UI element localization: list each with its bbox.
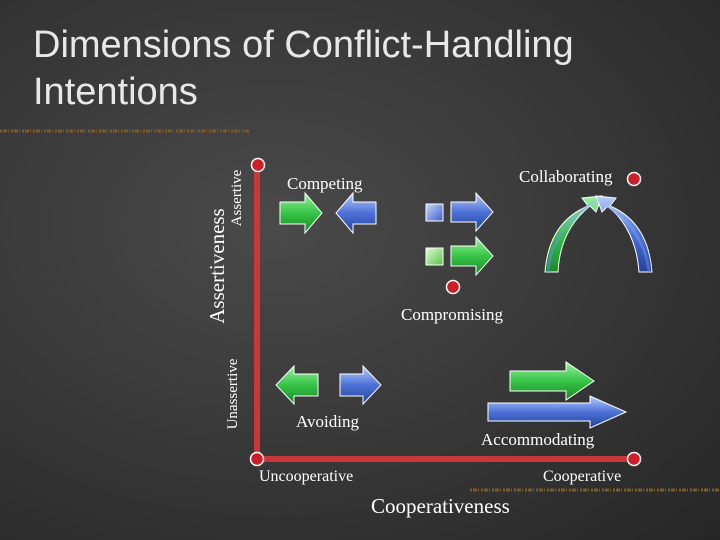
accommodating-blue-arrow — [487, 395, 628, 429]
y-axis-title: Assertiveness — [205, 208, 229, 324]
compromising-blue-arrow — [450, 191, 494, 233]
axis-lines — [254, 164, 634, 462]
compromising-blue-square — [425, 203, 444, 222]
label-avoiding: Avoiding — [296, 412, 359, 431]
label-accommodating: Accommodating — [481, 430, 595, 449]
label-collaborating: Collaborating — [519, 167, 613, 186]
avoiding-green-arrow — [275, 364, 319, 406]
y-axis-low-label: Unassertive — [225, 358, 241, 430]
x-axis-high-label: Cooperative — [543, 468, 622, 485]
label-compromising: Compromising — [401, 305, 504, 324]
marker-assertive — [250, 157, 266, 173]
x-axis-title: Cooperativeness — [371, 494, 510, 518]
marker-collaborating — [626, 171, 642, 187]
accommodating-green-arrow — [509, 361, 595, 401]
collaborating-converging-arrows — [544, 195, 653, 273]
label-competing: Competing — [287, 174, 363, 193]
marker-cooperative — [626, 451, 642, 467]
competing-green-arrow — [279, 191, 323, 235]
avoiding-blue-arrow — [339, 364, 382, 406]
competing-blue-arrow — [335, 191, 377, 235]
slide-title: Dimensions of Conflict-Handling Intentio… — [33, 24, 574, 113]
compromising-green-arrow — [450, 235, 494, 277]
marker-compromising — [445, 279, 461, 295]
marker-origin — [249, 451, 265, 467]
x-axis-low-label: Uncooperative — [259, 468, 354, 485]
y-axis-high-label: Assertive — [229, 169, 245, 227]
compromising-green-square — [425, 247, 444, 266]
